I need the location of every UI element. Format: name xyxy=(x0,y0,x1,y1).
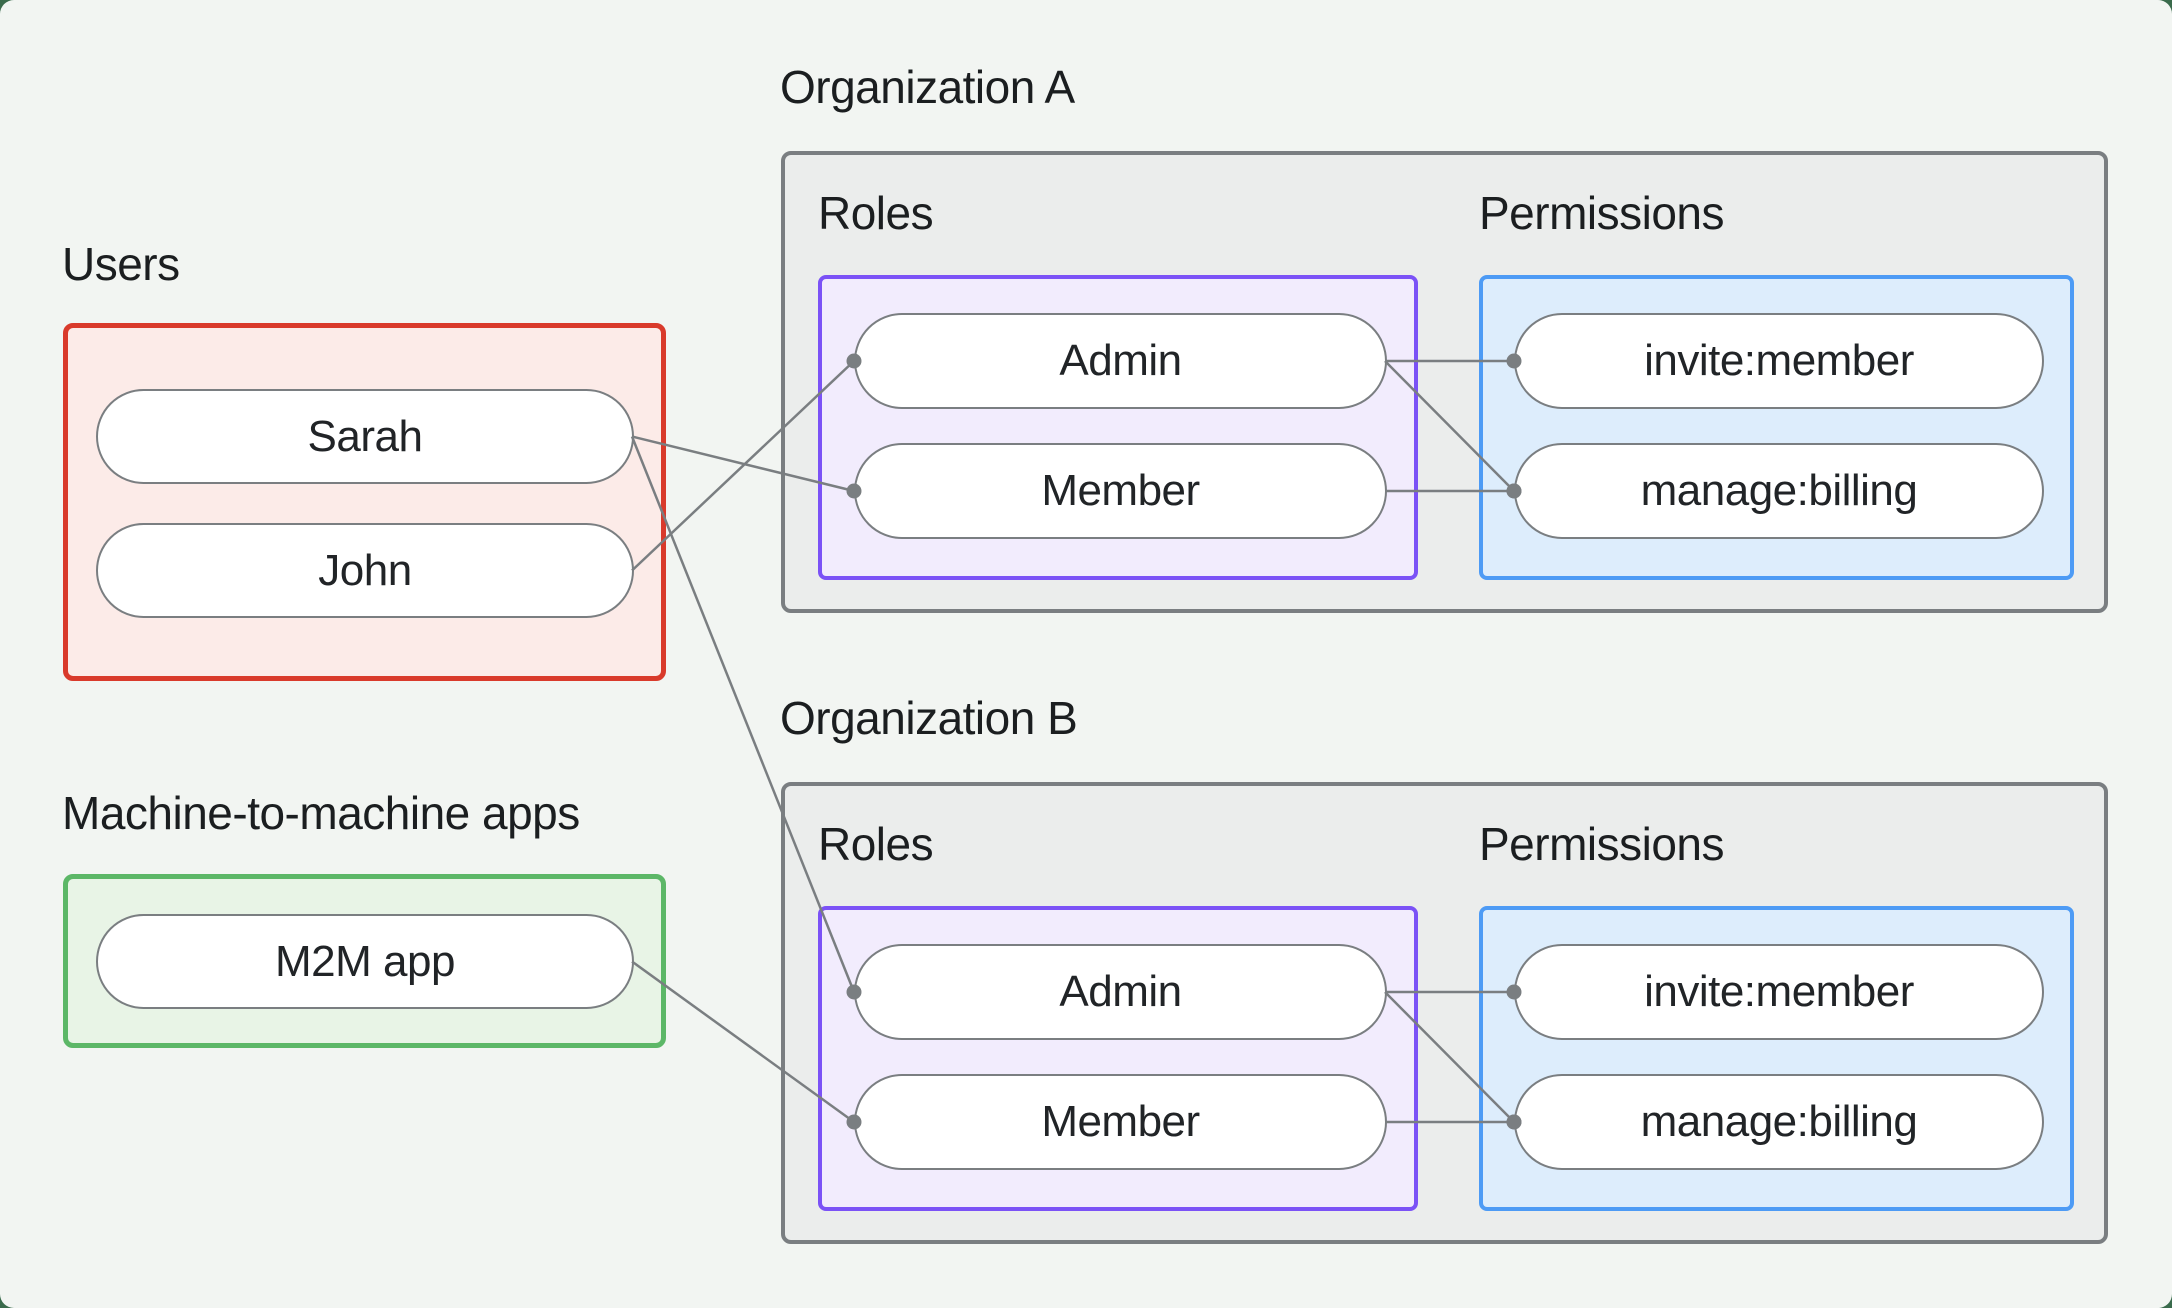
user-pill-sarah-label: Sarah xyxy=(307,411,423,461)
m2m-app-pill-label: M2M app xyxy=(275,936,455,986)
org-b-role-member-label: Member xyxy=(1041,1097,1200,1146)
organization-b-label: Organization B xyxy=(780,692,1078,744)
org-a-role-member-label: Member xyxy=(1041,466,1200,515)
users-group-box xyxy=(63,323,666,681)
m2m-app-pill: M2M app xyxy=(96,914,634,1009)
org-b-permission-manage-billing-label: manage:billing xyxy=(1640,1097,1918,1146)
org-a-permission-manage-billing-label: manage:billing xyxy=(1640,466,1918,515)
org-b-role-admin-label: Admin xyxy=(1059,967,1182,1016)
org-b-permission-pill-manage-billing: manage:billing xyxy=(1514,1074,2044,1170)
org-a-permission-invite-member-label: invite:member xyxy=(1644,336,1914,385)
org-b-role-pill-admin: Admin xyxy=(854,944,1387,1040)
user-pill-sarah: Sarah xyxy=(96,389,634,484)
org-b-role-pill-member: Member xyxy=(854,1074,1387,1170)
org-b-permission-invite-member-label: invite:member xyxy=(1644,967,1914,1016)
org-a-role-admin-label: Admin xyxy=(1059,336,1182,385)
org-a-permission-pill-invite-member: invite:member xyxy=(1514,313,2044,409)
organization-a-roles-label: Roles xyxy=(818,187,934,239)
m2m-section-label: Machine-to-machine apps xyxy=(62,787,580,839)
org-a-role-pill-admin: Admin xyxy=(854,313,1387,409)
organization-a-permissions-label: Permissions xyxy=(1479,187,1725,239)
organization-b-permissions-label: Permissions xyxy=(1479,818,1725,870)
user-pill-john-label: John xyxy=(318,545,412,595)
org-a-permission-pill-manage-billing: manage:billing xyxy=(1514,443,2044,539)
organization-b-roles-label: Roles xyxy=(818,818,934,870)
users-section-label: Users xyxy=(62,238,180,290)
org-b-permission-pill-invite-member: invite:member xyxy=(1514,944,2044,1040)
org-a-role-pill-member: Member xyxy=(854,443,1387,539)
user-pill-john: John xyxy=(96,523,634,618)
organization-a-label: Organization A xyxy=(780,61,1075,113)
